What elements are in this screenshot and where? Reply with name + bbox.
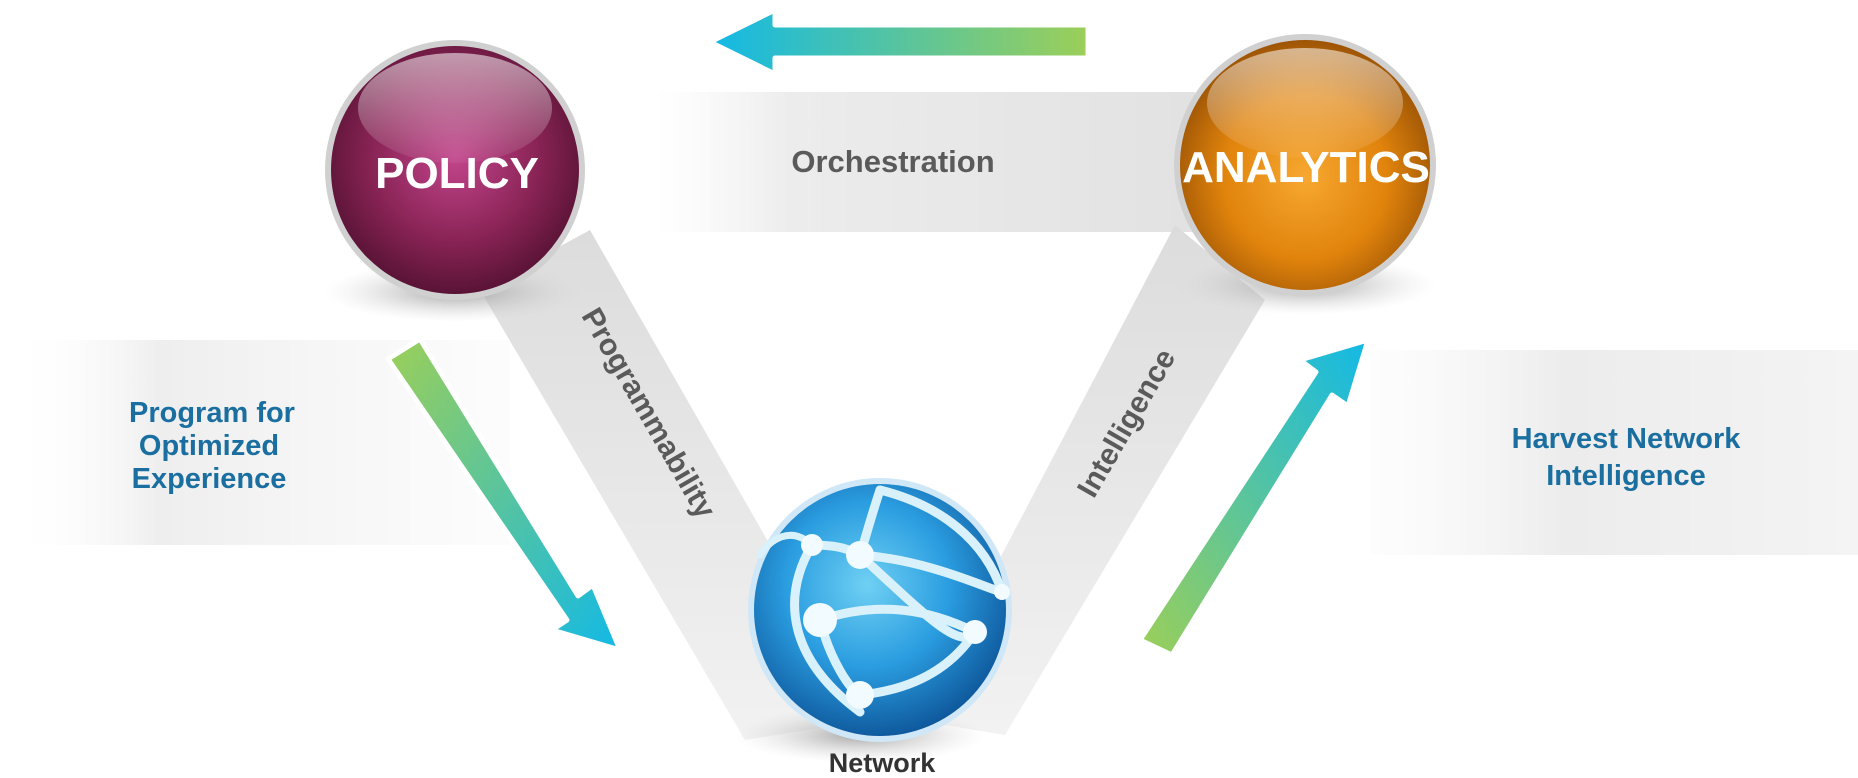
left-note: Program for Optimized Experience xyxy=(129,397,295,495)
orchestration-band xyxy=(655,92,1195,232)
analytics-node: ANALYTICS xyxy=(1174,34,1436,296)
right-note-line2: Intelligence xyxy=(1546,460,1706,492)
policy-label: POLICY xyxy=(375,149,539,198)
policy-node: POLICY xyxy=(325,40,585,300)
network-label: Network xyxy=(829,748,937,778)
side-band-right xyxy=(1370,350,1858,555)
arrow-down-right-icon xyxy=(385,336,623,653)
network-globe-icon xyxy=(748,478,1012,742)
left-note-line2: Optimized xyxy=(139,430,279,462)
arrow-left-icon xyxy=(707,7,1091,77)
left-note-line3: Experience xyxy=(132,463,287,495)
right-note: Harvest Network Intelligence xyxy=(1512,423,1742,492)
analytics-label: ANALYTICS xyxy=(1182,143,1430,192)
left-note-line1: Program for xyxy=(129,397,295,429)
orchestration-label: Orchestration xyxy=(791,144,994,179)
right-note-line1: Harvest Network xyxy=(1512,423,1742,455)
arrow-up-right-icon xyxy=(1137,337,1371,658)
